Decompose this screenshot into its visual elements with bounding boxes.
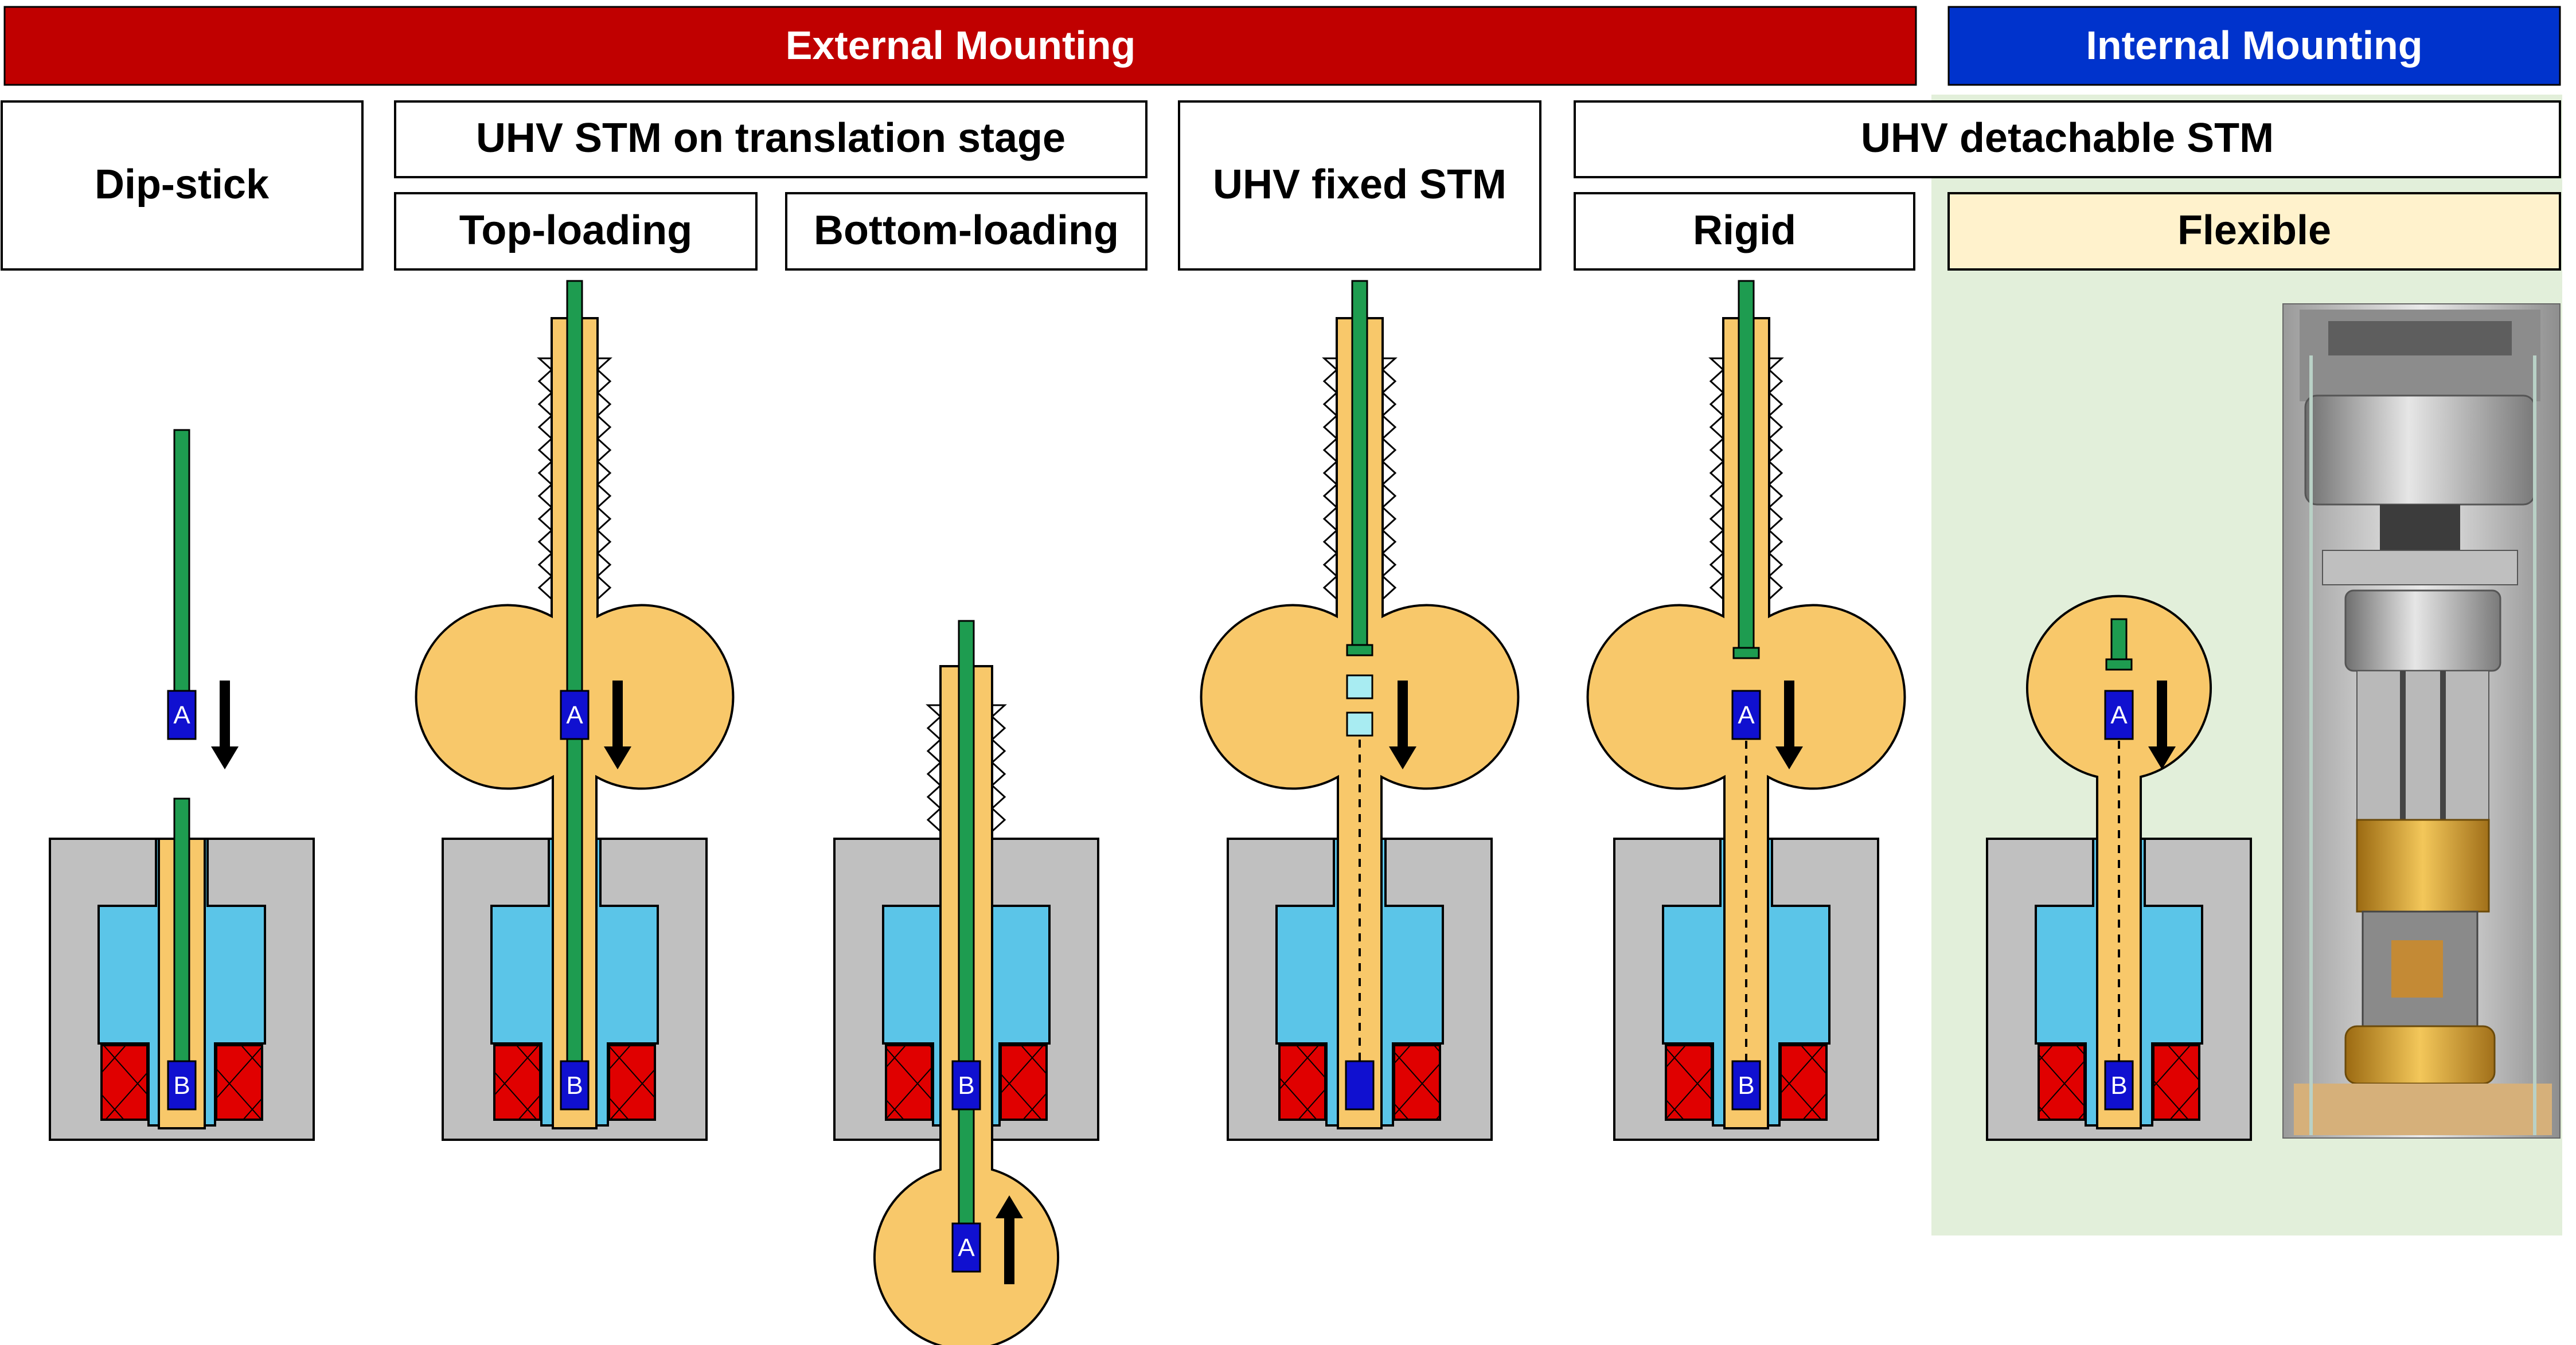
- sample-holder-b: [1731, 1060, 1761, 1111]
- transfer-rod: [2110, 618, 2128, 660]
- magnet-coil-left: [885, 1044, 933, 1121]
- sample-label-a: A: [1738, 701, 1755, 729]
- diagram-bottom-loading: BA: [833, 620, 1099, 1345]
- svg-text:Dip-stick: Dip-stick: [95, 162, 270, 208]
- arrow-down-icon: [1775, 681, 1803, 769]
- header-flexible: Flexible: [1947, 192, 2561, 271]
- sample-label-a: A: [2110, 701, 2128, 729]
- connector-bottom: [1346, 711, 1373, 737]
- magnet-coil-left: [2038, 1044, 2086, 1121]
- rod-tip: [1732, 647, 1760, 659]
- header-detachable: UHV detachable STM: [1574, 100, 2561, 178]
- sample-holder-a: [167, 690, 197, 740]
- svg-text:UHV detachable STM: UHV detachable STM: [1861, 115, 2274, 161]
- magnet-coil-right: [608, 1044, 656, 1121]
- transfer-rod: [1738, 280, 1755, 649]
- magnet-coil-left: [1278, 1044, 1326, 1121]
- svg-text:Flexible: Flexible: [2177, 208, 2331, 253]
- header-dipstick: Dip-stick: [1, 100, 364, 271]
- bellows-icon: [537, 357, 553, 600]
- header-translation-stage: UHV STM on translation stage: [394, 100, 1148, 178]
- sample-holder-b: [167, 1060, 197, 1111]
- diagram-rigid: AB: [1586, 280, 1906, 1141]
- sample-label-a: A: [566, 701, 583, 729]
- sample-holder-a: [951, 1222, 981, 1273]
- svg-text:Top-loading: Top-loading: [459, 208, 693, 253]
- sample-label-b: B: [566, 1072, 583, 1100]
- arrow-down-icon: [2148, 681, 2176, 769]
- magnet-coil-left: [1665, 1044, 1713, 1121]
- transfer-rod: [958, 620, 975, 1251]
- magnet-coil-left: [100, 1044, 149, 1121]
- diagram-top-loading: AB: [415, 280, 735, 1141]
- bellows-icon: [926, 704, 942, 832]
- svg-text:UHV STM on translation stage: UHV STM on translation stage: [476, 115, 1065, 161]
- sample-holder-: [1345, 1060, 1375, 1111]
- rod-tip: [1346, 644, 1373, 656]
- sample-label-b: B: [173, 1072, 190, 1100]
- svg-text:Bottom-loading: Bottom-loading: [814, 208, 1119, 253]
- sample-label-a: A: [173, 701, 190, 729]
- external-mounting-label: External Mounting: [786, 23, 1136, 68]
- sample-holder-b: [560, 1060, 590, 1111]
- magnet-coil-right: [1779, 1044, 1828, 1121]
- bellows-icon: [1708, 357, 1725, 600]
- sample-holder-a: [1731, 690, 1761, 740]
- transfer-rod: [1351, 280, 1368, 646]
- transfer-rod: [173, 429, 190, 696]
- arrow-down-icon: [1389, 681, 1416, 769]
- sample-label-b: B: [958, 1072, 974, 1100]
- sample-label-a: A: [958, 1234, 975, 1262]
- internal-mounting-banner: Internal Mounting: [1947, 6, 2561, 86]
- arrow-up-icon: [996, 1195, 1023, 1284]
- bellows-icon: [990, 704, 1007, 832]
- diagram-dipstick: AB: [49, 429, 315, 1141]
- diagram-flexible: AB: [1986, 595, 2252, 1141]
- transfer-rod: [566, 280, 583, 1068]
- header-fixed: UHV fixed STM: [1178, 100, 1541, 271]
- magnet-coil-right: [1000, 1044, 1048, 1121]
- connector-top: [1346, 674, 1373, 699]
- magnet-coil-right: [215, 1044, 263, 1121]
- bellows-icon: [1381, 357, 1398, 600]
- transfer-rod: [173, 797, 190, 1068]
- magnet-coil-left: [493, 1044, 541, 1121]
- sample-label-b: B: [1738, 1072, 1754, 1100]
- svg-text:Rigid: Rigid: [1693, 208, 1796, 253]
- internal-mounting-label: Internal Mounting: [2086, 23, 2422, 68]
- svg-text:UHV fixed STM: UHV fixed STM: [1213, 162, 1506, 208]
- sample-holder-b: [2104, 1060, 2134, 1111]
- arrow-down-icon: [211, 681, 239, 769]
- sample-holder-a: [2104, 690, 2134, 740]
- header-rigid: Rigid: [1574, 192, 1915, 271]
- diagram-fixed: [1200, 280, 1520, 1141]
- sample-holder-a: [560, 690, 590, 740]
- sample-holder-b: [951, 1060, 981, 1111]
- rod-tip: [2105, 658, 2133, 671]
- magnet-coil-right: [1393, 1044, 1441, 1121]
- header-bottom-loading: Bottom-loading: [785, 192, 1148, 271]
- sample-label-b: B: [2110, 1072, 2127, 1100]
- bellows-icon: [596, 357, 612, 600]
- external-mounting-banner: External Mounting: [3, 6, 1917, 86]
- bellows-icon: [1767, 357, 1784, 600]
- bellows-icon: [1322, 357, 1338, 600]
- magnet-coil-right: [2152, 1044, 2200, 1121]
- header-top-loading: Top-loading: [394, 192, 758, 271]
- stm-photo: [2282, 303, 2561, 1139]
- arrow-down-icon: [604, 681, 631, 769]
